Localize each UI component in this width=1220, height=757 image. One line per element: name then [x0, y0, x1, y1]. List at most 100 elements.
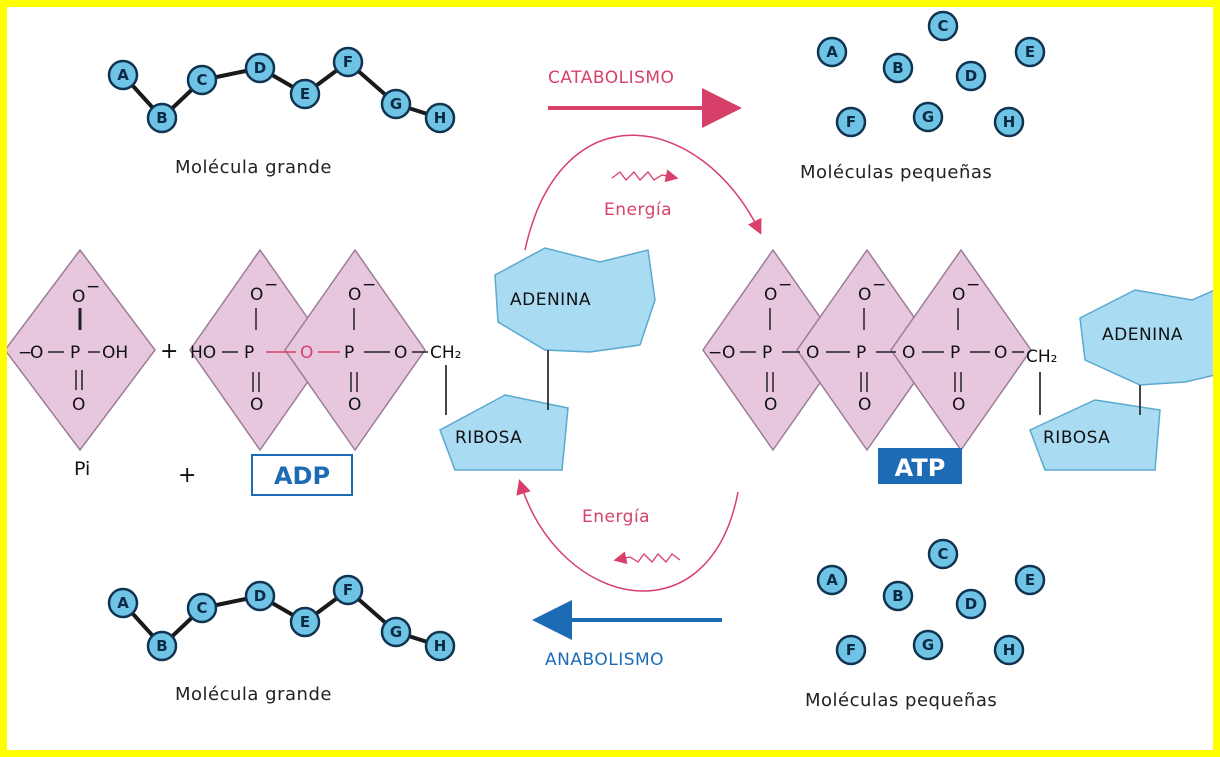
bead-d: D	[244, 580, 276, 612]
anabolism-energy-label: Energía	[582, 507, 650, 527]
small-bead-g: G	[912, 101, 944, 133]
svg-text:O: O	[250, 395, 263, 415]
small-molecules-top: A B C D E F G H	[816, 10, 1046, 138]
svg-text:−: −	[18, 343, 32, 363]
svg-text:G: G	[922, 108, 934, 126]
svg-text:C: C	[196, 599, 207, 617]
svg-text:D: D	[965, 595, 977, 613]
plus-sign-bottom: +	[178, 463, 196, 488]
svg-text:D: D	[254, 59, 266, 77]
svg-text:B: B	[156, 109, 167, 127]
svg-text:H: H	[1003, 641, 1016, 659]
anabolism-energy-wave	[613, 551, 681, 565]
svg-text:CH₂: CH₂	[1026, 347, 1057, 367]
svg-text:H: H	[434, 109, 447, 127]
svg-text:O: O	[348, 395, 361, 415]
adp-adenina-shape	[494, 247, 656, 353]
svg-text:H: H	[434, 637, 447, 655]
bead-b: B	[146, 630, 178, 662]
svg-text:O: O	[250, 285, 263, 305]
small-bead-c: C	[927, 538, 959, 570]
svg-text:A: A	[117, 594, 129, 612]
svg-text:P: P	[244, 343, 254, 363]
svg-text:E: E	[300, 85, 310, 103]
bead-c: C	[186, 592, 218, 624]
small-bead-f: F	[835, 106, 867, 138]
atp-phosphate-diamonds	[702, 248, 1032, 452]
svg-text:OH: OH	[102, 343, 128, 363]
adp-ribosa-label: RIBOSA	[455, 428, 522, 448]
svg-text:−: −	[362, 275, 376, 295]
pi-label: Pi	[74, 458, 90, 480]
svg-text:B: B	[892, 587, 903, 605]
adp-label-box: ADP	[251, 454, 353, 496]
atp-atoms: − O P O − O O P O − O O P O − O O CH₂	[708, 275, 1057, 415]
atp-adenina-label: ADENINA	[1102, 325, 1183, 345]
plus-sign-top: +	[160, 339, 178, 364]
atp-adenina-shape	[1079, 289, 1213, 386]
svg-text:H: H	[1003, 113, 1016, 131]
catabolismo-label: CATABOLISMO	[548, 68, 674, 88]
catabolism-energy-wave	[611, 169, 679, 183]
svg-text:F: F	[343, 53, 353, 71]
svg-text:O: O	[764, 395, 777, 415]
small-molecules-caption-bottom: Moléculas pequeñas	[805, 690, 997, 711]
svg-text:CH₂: CH₂	[430, 343, 461, 363]
pi-phosphate-diamond	[7, 248, 156, 452]
adp-ribosa-shape	[439, 394, 569, 471]
svg-text:C: C	[937, 545, 948, 563]
atp-ribosa-label: RIBOSA	[1043, 428, 1110, 448]
large-molecule-chain-bottom: ABC D E F G H	[107, 574, 456, 662]
svg-text:−: −	[966, 275, 980, 295]
svg-text:F: F	[846, 113, 856, 131]
svg-text:D: D	[965, 67, 977, 85]
svg-text:A: A	[117, 66, 129, 84]
adp-adenina-label: ADENINA	[510, 290, 591, 310]
svg-text:P: P	[762, 343, 772, 363]
svg-text:E: E	[300, 613, 310, 631]
small-bead-a: A	[816, 564, 848, 596]
small-bead-g: G	[912, 629, 944, 661]
adp-phosphate-diamonds	[189, 248, 426, 452]
bead-a: A	[107, 587, 139, 619]
adp-atoms: HO P O − O O P O − O O CH₂	[190, 275, 461, 415]
small-bead-d: D	[955, 588, 987, 620]
svg-text:O: O	[348, 285, 361, 305]
svg-text:G: G	[390, 623, 402, 641]
svg-text:P: P	[950, 343, 960, 363]
svg-text:O: O	[952, 395, 965, 415]
svg-text:−: −	[778, 275, 792, 295]
svg-text:O: O	[72, 395, 85, 415]
small-bead-h: H	[993, 106, 1025, 138]
atp-ribosa-shape	[1029, 399, 1161, 471]
svg-text:O: O	[30, 343, 43, 363]
svg-text:C: C	[937, 17, 948, 35]
svg-text:P: P	[344, 343, 354, 363]
catabolism-energy-label: Energía	[604, 200, 672, 220]
svg-text:O: O	[902, 343, 915, 363]
svg-text:O: O	[722, 343, 735, 363]
small-bead-a: A	[816, 36, 848, 68]
svg-text:O: O	[858, 395, 871, 415]
bead-a: A	[107, 59, 139, 91]
svg-text:A: A	[826, 43, 838, 61]
svg-text:B: B	[892, 59, 903, 77]
bead-e: E	[289, 78, 321, 110]
bead-f: F	[332, 46, 364, 78]
anabolismo-label: ANABOLISMO	[545, 650, 664, 670]
svg-text:O: O	[994, 343, 1007, 363]
catabolism-energy-arrow	[524, 134, 762, 251]
svg-text:O: O	[300, 343, 313, 363]
anabolism-energy-arrow	[516, 479, 739, 592]
small-molecules-caption-top: Moléculas pequeñas	[800, 162, 992, 183]
pi-atoms: O − − O P OH O	[18, 277, 128, 415]
svg-text:D: D	[254, 587, 266, 605]
bead-d: D	[244, 52, 276, 84]
svg-text:E: E	[1025, 43, 1035, 61]
metabolism-diagram: O − − O P OH O + HO P O − O O P O − O O	[7, 10, 1213, 711]
bead-f: F	[332, 574, 364, 606]
bead-h: H	[424, 102, 456, 134]
